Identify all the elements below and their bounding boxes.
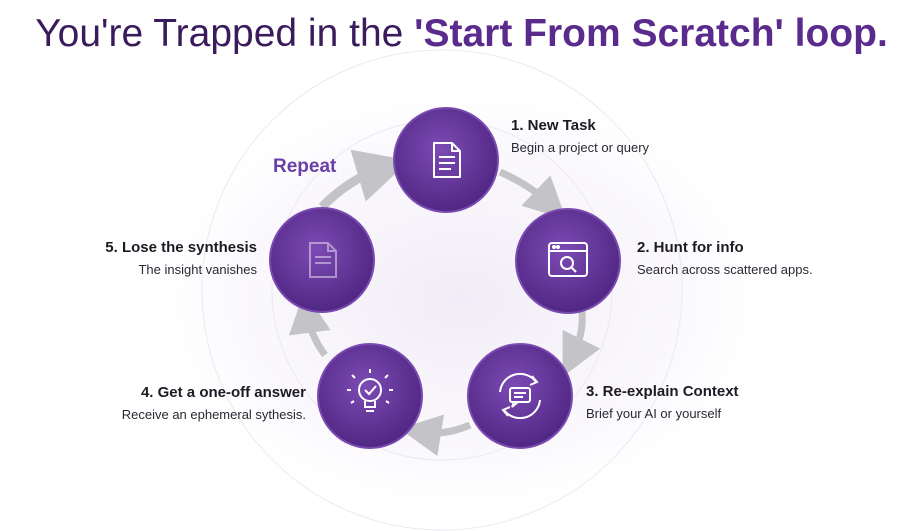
step-4-heading: 4. Get a one-off answer <box>140 384 306 401</box>
arrow-4-to-5 <box>288 291 331 358</box>
step-2-heading: 2. Hunt for info <box>637 239 744 256</box>
lightbulb-icon <box>347 369 393 412</box>
node-2 <box>515 208 621 314</box>
page-title: You're Trapped in the 'Start From Scratc… <box>0 12 923 56</box>
step-5-label: 5. Lose the synthesis The insight vanish… <box>105 239 257 277</box>
step-2-description: Search across scattered apps. <box>637 262 813 277</box>
title-highlight: 'Start From Scratch' loop. <box>414 12 888 55</box>
step-2-label: 2. Hunt for info Search across scattered… <box>637 239 813 277</box>
background-ring-outer <box>201 49 683 531</box>
node-1 <box>393 107 499 213</box>
step-3-label: 3. Re-explain Context Brief your AI or y… <box>586 383 739 421</box>
arrow-3-to-4 <box>399 414 472 457</box>
arrow-5-to-1 <box>318 149 410 211</box>
background-halo <box>132 70 792 530</box>
repeat-label: Repeat <box>273 156 337 177</box>
step-3-description: Brief your AI or yourself <box>586 406 722 421</box>
step-5-description: The insight vanishes <box>138 262 257 277</box>
step-4-label: 4. Get a one-off answer Receive an ephem… <box>122 384 306 422</box>
title-prefix: You're Trapped in the <box>35 12 415 55</box>
step-5-heading: 5. Lose the synthesis <box>105 239 257 256</box>
arrow-1-to-2 <box>498 168 567 220</box>
step-3-heading: 3. Re-explain Context <box>586 383 739 400</box>
node-3 <box>467 343 573 449</box>
step-1-label: 1. New Task Begin a project or query <box>511 117 649 155</box>
node-4 <box>317 343 423 449</box>
step-1-description: Begin a project or query <box>511 140 650 155</box>
fading-document-icon <box>309 242 337 278</box>
step-1-heading: 1. New Task <box>511 117 596 134</box>
node-5 <box>269 207 375 313</box>
browser-search-icon <box>548 242 588 277</box>
refresh-chat-icon <box>499 372 541 420</box>
step-4-description: Receive an ephemeral sythesis. <box>121 407 306 422</box>
document-icon <box>433 142 461 178</box>
